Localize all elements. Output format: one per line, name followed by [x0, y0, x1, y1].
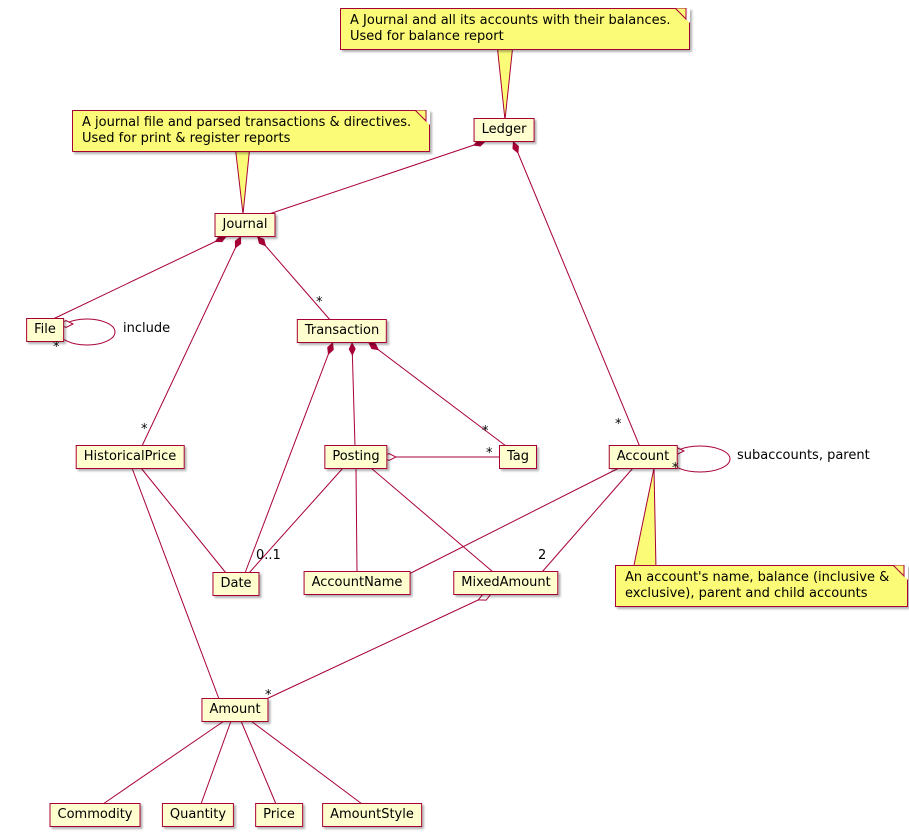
class-name: Posting	[332, 449, 380, 464]
class-name: Account	[616, 449, 670, 464]
note-journal: A journal file and parsed transactions &…	[72, 110, 431, 152]
multiplicity-journal-transaction: *	[316, 295, 323, 310]
edge-account-mixedamount	[541, 467, 634, 573]
class-name: HistoricalPrice	[83, 449, 177, 464]
class-date: Date	[212, 572, 260, 596]
class-journal: Journal	[214, 213, 276, 237]
class-amount: Amount	[201, 698, 269, 722]
multiplicity-account-subaccounts: *	[672, 461, 679, 476]
class-name: Price	[263, 807, 295, 822]
class-commodity: Commodity	[49, 803, 141, 827]
class-name: MixedAmount	[461, 575, 551, 590]
note-line: An account's name, balance (inclusive &	[625, 570, 890, 585]
multiplicity-account-mixedamount: 2	[538, 548, 547, 563]
class-amountstyle: AmountStyle	[322, 803, 422, 827]
edge-historicalprice-date	[140, 467, 227, 574]
edge-journal-file	[50, 235, 228, 321]
class-quantity: Quantity	[161, 803, 235, 827]
class-name: Ledger	[481, 122, 527, 137]
note-line: exclusive), parent and child accounts	[625, 586, 868, 601]
edge-posting-mixedamount	[370, 467, 494, 573]
class-name: AmountStyle	[330, 807, 414, 822]
multiplicity-journal-historicalprice: *	[141, 422, 148, 437]
note-account: An account's name, balance (inclusive & …	[615, 565, 909, 607]
edge-account-accountname	[400, 467, 620, 579]
class-name: Tag	[506, 449, 530, 464]
class-name: AccountName	[311, 575, 403, 590]
multiplicity-mixedamount-amount: *	[265, 688, 272, 703]
note-fold-icon	[674, 8, 690, 23]
class-name: Commodity	[57, 807, 133, 822]
edge-posting-accountname	[355, 467, 358, 573]
edge-label-account-subaccounts: subaccounts, parent	[737, 448, 870, 463]
edge-journal-historicalprice	[141, 235, 242, 447]
edge-transaction-tag	[367, 341, 507, 447]
class-name: File	[34, 322, 56, 337]
edge-ledger-account	[512, 140, 641, 448]
class-name: Journal	[222, 217, 268, 232]
class-name: Amount	[209, 702, 261, 717]
class-tag: Tag	[498, 445, 538, 469]
class-ledger: Ledger	[473, 118, 535, 142]
multiplicity-ledger-account: *	[615, 417, 622, 432]
edge-transaction-date	[244, 341, 334, 574]
edge-mixedamount-amount	[261, 594, 491, 702]
class-name: Quantity	[169, 807, 227, 822]
edge-amount-price	[240, 720, 277, 805]
class-transaction: Transaction	[296, 319, 388, 343]
note-line: Used for balance report	[350, 29, 504, 44]
note-line: A journal file and parsed transactions &…	[82, 115, 412, 130]
class-historicalprice: HistoricalPrice	[75, 445, 185, 469]
note-line: Used for print & register reports	[82, 131, 291, 146]
note-line: A Journal and all its accounts with thei…	[350, 13, 671, 28]
note-fold-icon	[893, 565, 909, 580]
class-posting: Posting	[324, 445, 388, 469]
class-file: File	[26, 318, 64, 342]
edge-historicalprice-amount	[131, 467, 220, 700]
class-mixedamount: MixedAmount	[453, 571, 559, 595]
edge-label-file-include: include	[123, 321, 171, 336]
class-account: Account	[608, 445, 678, 469]
class-accountname: AccountName	[303, 571, 411, 595]
note-tail-ledger	[496, 43, 514, 121]
multiplicity-posting-tag: *	[486, 446, 493, 461]
edge-amount-amountstyle	[250, 720, 363, 805]
class-price: Price	[255, 803, 303, 827]
note-tail-account	[632, 467, 657, 571]
multiplicity-transaction-tag: *	[482, 424, 489, 439]
multiplicity-transaction-date: 0..1	[256, 548, 281, 563]
multiplicity-file-include: *	[53, 340, 60, 355]
class-name: Date	[220, 576, 252, 591]
edge-posting-date	[248, 467, 344, 574]
edge-journal-transaction	[256, 235, 332, 322]
edge-ledger-journal	[265, 139, 487, 216]
class-name: Transaction	[304, 323, 380, 338]
edge-transaction-posting	[348, 341, 356, 447]
note-ledger: A Journal and all its accounts with thei…	[340, 8, 690, 50]
edge-amount-quantity	[200, 720, 232, 805]
note-fold-icon	[415, 110, 431, 125]
edge-amount-commodity	[102, 720, 225, 805]
note-tail-journal	[234, 144, 251, 215]
